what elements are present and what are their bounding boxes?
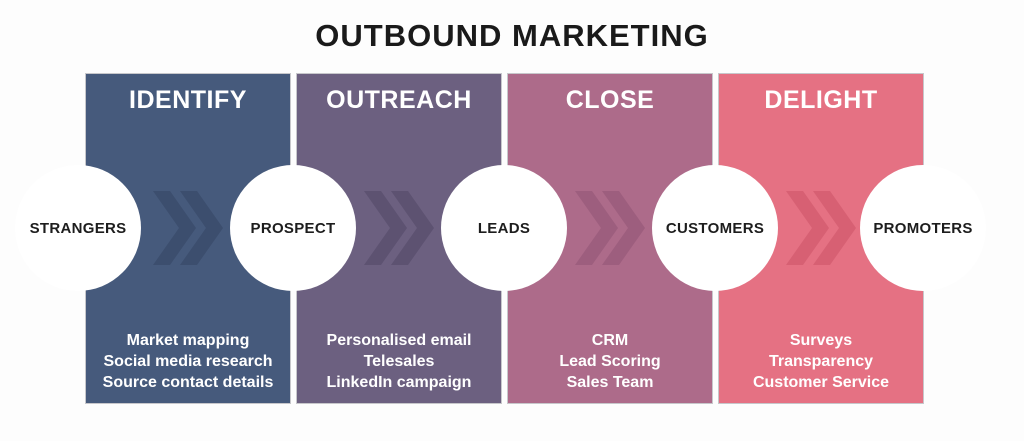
stage-title: CLOSE <box>565 86 655 114</box>
stage-tactics-list: Surveys Transparency Customer Service <box>719 330 923 393</box>
audience-circle-leads: LEADS <box>441 165 567 291</box>
double-chevron-icon <box>364 191 434 265</box>
double-chevron-icon <box>153 191 223 265</box>
audience-label: STRANGERS <box>29 219 127 237</box>
audience-circle-promoters: PROMOTERS <box>860 165 986 291</box>
tactic-item: Telesales <box>363 353 435 370</box>
double-chevron-icon <box>786 191 856 265</box>
tactic-item: LinkedIn campaign <box>326 374 472 391</box>
stage-tactics-list: CRM Lead Scoring Sales Team <box>508 330 712 393</box>
audience-label: PROMOTERS <box>873 219 973 237</box>
tactic-item: Social media research <box>103 353 273 370</box>
audience-label: LEADS <box>477 219 531 237</box>
tactic-item: Personalised email <box>326 332 472 349</box>
audience-circle-customers: CUSTOMERS <box>652 165 778 291</box>
tactic-item: Surveys <box>789 332 853 349</box>
stage-title: OUTREACH <box>326 86 472 114</box>
audience-circle-strangers: STRANGERS <box>15 165 141 291</box>
audience-label: PROSPECT <box>250 219 336 237</box>
tactic-item: Market mapping <box>126 332 250 349</box>
tactic-item: Transparency <box>768 353 874 370</box>
tactic-item: Customer Service <box>752 374 890 391</box>
tactic-item: Sales Team <box>566 374 654 391</box>
stage-tactics-list: Personalised email Telesales LinkedIn ca… <box>297 330 501 393</box>
stage-title: DELIGHT <box>764 86 878 114</box>
stage-title: IDENTIFY <box>129 86 247 114</box>
tactic-item: Lead Scoring <box>559 353 661 370</box>
audience-circle-prospect: PROSPECT <box>230 165 356 291</box>
double-chevron-icon <box>575 191 645 265</box>
audience-label: CUSTOMERS <box>665 219 765 237</box>
tactic-item: Source contact details <box>102 374 274 391</box>
stage-tactics-list: Market mapping Social media research Sou… <box>86 330 290 393</box>
page-title: OUTBOUND MARKETING <box>315 18 709 53</box>
tactic-item: CRM <box>591 332 629 349</box>
